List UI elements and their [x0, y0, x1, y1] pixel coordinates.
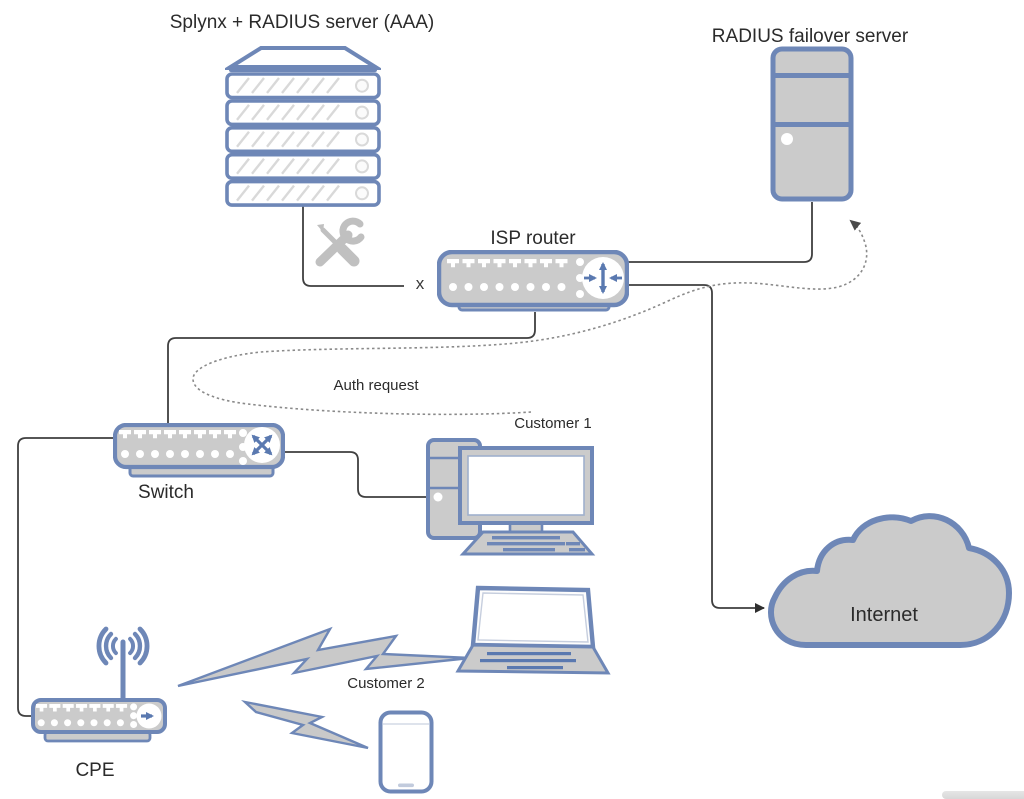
wifi-antenna-icon [96, 626, 150, 705]
auth-request-dotted-path [192, 219, 868, 416]
customer2-label: Customer 2 [347, 675, 425, 692]
failed-link-marker: x [415, 274, 425, 293]
customer1-label: Customer 1 [514, 415, 592, 432]
switch-node [112, 422, 286, 479]
link-switch-to-cpe [17, 437, 113, 717]
forward-arrow-icon [136, 703, 162, 729]
rack-hatching [236, 77, 340, 202]
link-router-to-switch [167, 312, 536, 423]
server-rack-icon [222, 46, 384, 207]
lightning-bolt-icon [241, 700, 369, 750]
isp-router-node [436, 249, 630, 314]
cpe-label: CPE [75, 760, 115, 781]
desktop-computer-icon [426, 438, 596, 556]
smartphone-icon [378, 710, 434, 794]
lightning-bolt-icon [177, 626, 471, 688]
customer1-desktop-node [425, 438, 597, 560]
laptop-screen [477, 592, 589, 643]
switch-label: Switch [138, 482, 194, 503]
router-arrows-icon [582, 257, 624, 299]
link-router-to-internet [627, 284, 765, 613]
internet-label: Internet [850, 604, 918, 626]
failover-server-label: RADIUS failover server [711, 26, 909, 47]
link-router-to-failover [627, 202, 813, 263]
switch-icon [112, 422, 286, 478]
power-dot-icon [433, 492, 443, 502]
splynx-server-label: Splynx + RADIUS server (AAA) [169, 12, 435, 33]
customer2-phone-node [378, 710, 434, 794]
link-splynx-to-router [302, 206, 404, 287]
link-switch-to-customer1 [285, 451, 430, 498]
tools-icon [308, 215, 370, 271]
monitor-screen [467, 455, 585, 516]
cpe-node [28, 618, 170, 744]
page-edge-artifact [942, 791, 1024, 799]
isp-router-label: ISP router [490, 228, 576, 249]
customer2-laptop-node [450, 583, 618, 678]
tower-server-icon [770, 46, 854, 202]
failover-server-node [770, 46, 854, 202]
power-dot-icon [781, 133, 793, 145]
switch-arrows-icon [244, 427, 280, 463]
cloud-icon [768, 513, 1012, 648]
home-bar [398, 783, 414, 788]
auth-request-label: Auth request [333, 377, 419, 394]
router-icon [436, 249, 630, 312]
internet-node [763, 508, 1019, 653]
splynx-radius-server-node [222, 45, 384, 211]
laptop-icon [455, 585, 611, 675]
wireless-router-icon [31, 626, 167, 743]
rack-drive-dots [355, 78, 369, 201]
